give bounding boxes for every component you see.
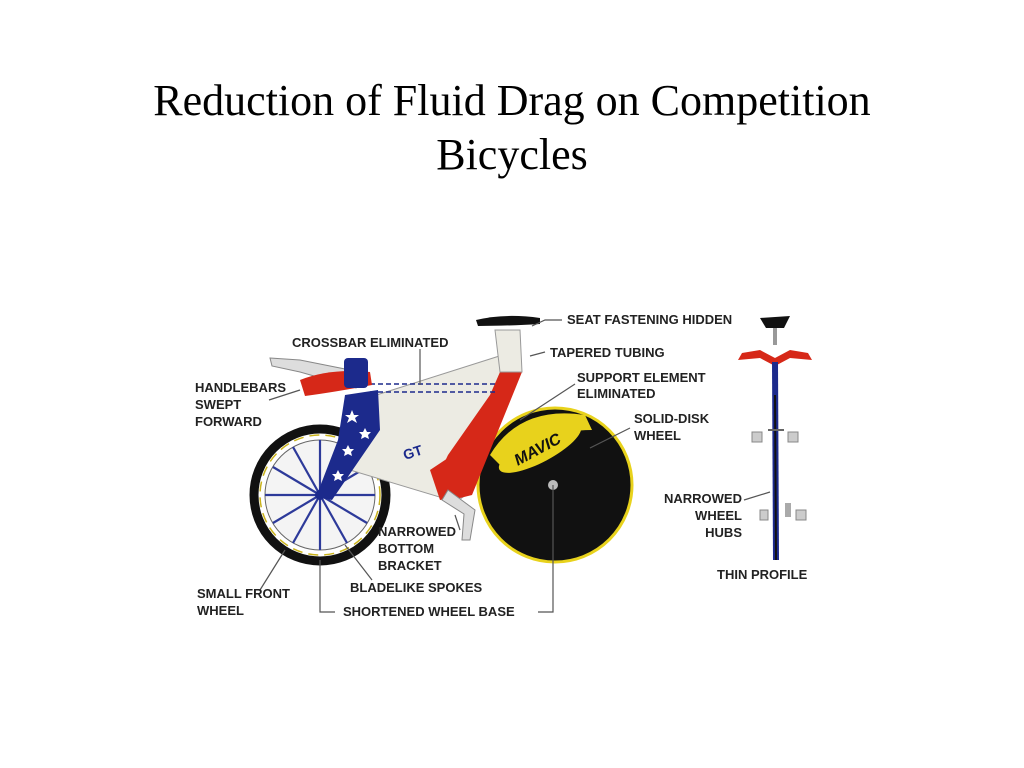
label-narrowed-bracket-line3: BRACKET: [378, 558, 442, 573]
label-handlebars-line1: HANDLEBARS: [195, 380, 286, 395]
label-shortened-wheel-base: SHORTENED WHEEL BASE: [343, 604, 515, 619]
star-decals: [332, 410, 371, 481]
label-small-front-wheel-line2: WHEEL: [197, 603, 244, 618]
label-crossbar-eliminated: CROSSBAR ELIMINATED: [292, 335, 448, 350]
label-support-element-line1: SUPPORT ELEMENT: [577, 370, 706, 385]
front-view-bicycle: [738, 316, 812, 561]
callout-labels: SEAT FASTENING HIDDEN CROSSBAR ELIMINATE…: [195, 312, 808, 619]
side-view-bicycle: MAVIC GT: [249, 315, 634, 566]
label-narrowed-bracket-line2: BOTTOM: [378, 541, 434, 556]
label-narrowed-bracket-line1: NARROWED: [378, 524, 456, 539]
label-narrowed-hubs-line3: HUBS: [705, 525, 742, 540]
slide-title: Reduction of Fluid Drag on Competition B…: [0, 74, 1024, 182]
label-handlebars-line3: FORWARD: [195, 414, 262, 429]
bicycle-frame: GT: [316, 315, 540, 541]
label-handlebars-line2: SWEPT: [195, 397, 241, 412]
leader-lines: [259, 319, 771, 613]
label-solid-disk-line2: WHEEL: [634, 428, 681, 443]
label-narrowed-hubs-line2: WHEEL: [695, 508, 742, 523]
label-solid-disk-line1: SOLID-DISK: [634, 411, 710, 426]
label-bladelike-spokes: BLADELIKE SPOKES: [350, 580, 483, 595]
label-support-element-line2: ELIMINATED: [577, 386, 655, 401]
frame-brand-decal: GT: [401, 441, 425, 462]
handlebars: [269, 357, 372, 396]
rear-disk-wheel: MAVIC: [476, 406, 634, 564]
label-seat-fastening-hidden: SEAT FASTENING HIDDEN: [567, 312, 732, 327]
slide-title-line-2: Bicycles: [436, 130, 588, 179]
label-small-front-wheel-line1: SMALL FRONT: [197, 586, 290, 601]
label-thin-profile: THIN PROFILE: [717, 567, 808, 582]
label-tapered-tubing: TAPERED TUBING: [550, 345, 665, 360]
label-narrowed-hubs-line1: NARROWED: [664, 491, 742, 506]
slide-title-line-1: Reduction of Fluid Drag on Competition: [153, 76, 871, 125]
